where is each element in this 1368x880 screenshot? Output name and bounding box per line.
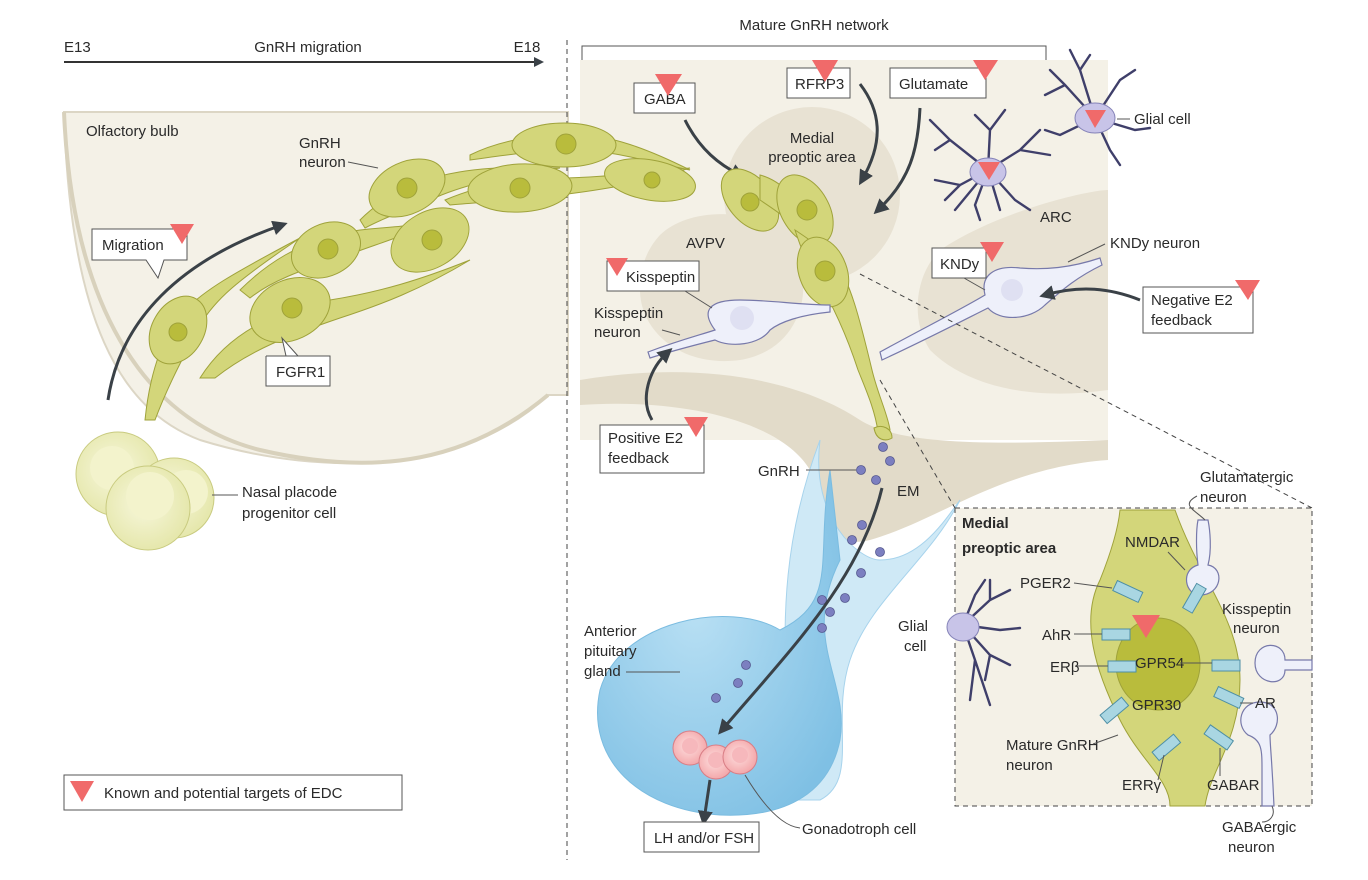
negative-e2-arrow (1039, 285, 1141, 302)
gnrh-granules (711, 442, 895, 703)
gnrh-label: GnRH (758, 463, 800, 480)
arc-label: ARC (1040, 209, 1072, 226)
err-gamma-label: ERRγ (1122, 777, 1162, 794)
gonadotroph-cells (672, 730, 758, 780)
mature-gnrh-label-2: neuron (1006, 757, 1053, 774)
kisspeptin-neuron-label-2: neuron (594, 324, 641, 341)
mpoa-label-2: preoptic area (768, 149, 856, 166)
svg-text:Glutamate: Glutamate (899, 76, 968, 93)
fgfr1-callout: FGFR1 (265, 336, 331, 387)
ahr-label: AhR (1042, 627, 1071, 644)
lh-fsh-arrow (697, 779, 713, 826)
timeline-title: GnRH migration (254, 39, 362, 56)
em-label: EM (897, 483, 920, 500)
glutamatergic-label: Glutamatergic (1200, 469, 1294, 486)
svg-text:GABA: GABA (644, 91, 686, 108)
pger2-label: PGER2 (1020, 575, 1071, 592)
rfrp3-callout: RFRP3 (786, 60, 851, 99)
gnrh-neurons-migrating (144, 122, 696, 421)
gnrh-neuron-label: GnRH (299, 135, 341, 152)
glial-inset-label: Glial (898, 618, 928, 635)
svg-text:Negative E2: Negative E2 (1151, 292, 1233, 309)
anterior-pituitary-label-2: pituitary (584, 643, 637, 660)
gaba-callout: GABA (633, 74, 696, 114)
tissue-band (580, 372, 1108, 542)
anterior-pituitary-label: Anterior (584, 623, 637, 640)
mpoa-inset (946, 507, 1313, 807)
portal-arrow (718, 487, 884, 735)
lh-fsh-box: LH and/or FSH (643, 821, 760, 853)
gabaergic-label-2: neuron (1228, 839, 1275, 856)
kisspeptin-inset-label-2: neuron (1233, 620, 1280, 637)
svg-text:RFRP3: RFRP3 (795, 76, 844, 93)
glutamatergic-label-2: neuron (1200, 489, 1247, 506)
svg-text:feedback: feedback (608, 450, 669, 467)
migration-arrow (106, 220, 288, 401)
gnrh-neuron-label-2: neuron (299, 154, 346, 171)
avpv-label: AVPV (686, 235, 725, 252)
svg-text:feedback: feedback (1151, 312, 1212, 329)
legend: Known and potential targets of EDC (63, 774, 403, 811)
glutamate-callout: Glutamate (889, 60, 998, 99)
edc-target-icon (70, 781, 94, 802)
kndy-neuron-label: KNDy neuron (1110, 235, 1200, 252)
gonadotroph-label: Gonadotroph cell (802, 821, 916, 838)
positive-e2-arrow (644, 347, 673, 421)
svg-text:Kisspeptin: Kisspeptin (626, 269, 695, 286)
ar-label: AR (1255, 695, 1276, 712)
migration-callout: Migration (91, 224, 194, 280)
svg-text:Positive E2: Positive E2 (608, 430, 683, 447)
timeline-end: E18 (514, 39, 541, 56)
svg-text:FGFR1: FGFR1 (276, 364, 325, 381)
zoom-line-bottom (879, 379, 956, 509)
mpoa-label: Medial (790, 130, 834, 147)
olfactory-bulb-label: Olfactory bulb (86, 123, 179, 140)
gpr30-label: GPR30 (1132, 697, 1181, 714)
gpr54-label: GPR54 (1135, 655, 1184, 672)
rfrp3-arrow (858, 83, 879, 186)
edc-target-icon (170, 224, 194, 244)
nasal-placode-label: Nasal placode (242, 484, 337, 501)
kisspeptin-inset-label: Kisspeptin (1222, 601, 1291, 618)
gnrh-neurons-mature (720, 168, 893, 441)
svg-text:Known and potential targets of: Known and potential targets of EDC (104, 785, 343, 802)
glutamate-arrow (873, 107, 922, 215)
kisspeptin-callout: Kisspeptin (606, 258, 700, 292)
nmdar-label: NMDAR (1125, 534, 1180, 551)
network-title: Mature GnRH network (739, 17, 889, 34)
nasal-placode-cells (75, 431, 215, 551)
kndy-callout: KNDy (931, 242, 1004, 279)
kndy-neuron (879, 257, 1103, 361)
mature-gnrh-label: Mature GnRH (1006, 737, 1099, 754)
svg-text:Migration: Migration (102, 237, 164, 254)
glial-cell-top-right (1043, 48, 1152, 167)
timeline-start: E13 (64, 39, 91, 56)
anterior-pituitary-label-3: gland (584, 663, 621, 680)
gabar-label: GABAR (1207, 777, 1260, 794)
glial-cell-label: Glial cell (1134, 111, 1191, 128)
inset-title: Medial (962, 515, 1009, 532)
svg-text:LH and/or FSH: LH and/or FSH (654, 830, 754, 847)
kisspeptin-neuron (647, 299, 831, 359)
network-bracket (581, 45, 1047, 60)
glial-cell-top (928, 108, 1052, 222)
nasal-placode-label-2: progenitor cell (242, 505, 336, 522)
gabaergic-label: GABAergic (1222, 819, 1297, 836)
glial-inset-label-2: cell (904, 638, 927, 655)
er-beta-label: ERβ (1050, 659, 1080, 676)
olfactory-bulb-edge (62, 111, 550, 465)
anterior-pituitary (597, 469, 842, 816)
inset-title-2: preoptic area (962, 540, 1057, 557)
negative-e2-callout: Negative E2 feedback (1142, 280, 1260, 334)
positive-e2-callout: Positive E2 feedback (599, 417, 708, 474)
zoom-line-top (859, 273, 1313, 509)
kisspeptin-neuron-label: Kisspeptin (594, 305, 663, 322)
svg-text:KNDy: KNDy (940, 256, 980, 273)
